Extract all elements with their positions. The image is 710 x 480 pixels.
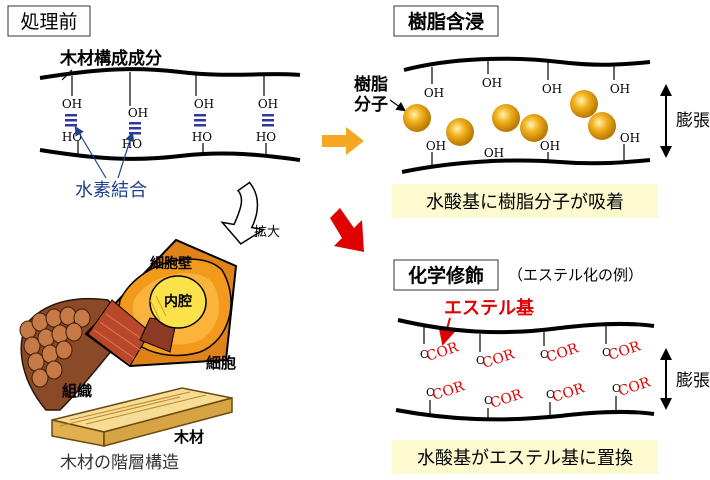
svg-text:OH: OH [482, 76, 502, 90]
svg-text:O: O [546, 388, 555, 401]
upper-chain [39, 67, 301, 80]
before-title: 処理前 [20, 11, 77, 33]
impregnation-caption-box [392, 184, 658, 218]
svg-text:COR: COR [616, 374, 653, 399]
svg-text:O: O [420, 348, 429, 361]
hierarchy-caption: 木材の階層構造 [60, 453, 179, 473]
hydrogen-bond-label: 水素結合 [75, 180, 147, 201]
svg-text:OH: OH [610, 82, 630, 96]
swelling-label-1: 膨張 [676, 111, 710, 131]
svg-text:HO: HO [192, 130, 212, 144]
hydroxyl-pair-3: OH HO [192, 74, 214, 154]
svg-text:OH: OH [62, 97, 82, 111]
swelling-label-2: 膨張 [676, 371, 710, 391]
impregnation-lower-hydroxyls: OH OH OH OH [426, 131, 640, 168]
svg-text:HO: HO [62, 130, 82, 144]
hydroxyl-pair-4: OH HO [256, 74, 278, 156]
wood-plank [51, 387, 233, 447]
magnify-arrow [220, 181, 266, 245]
resin-molecule [492, 104, 520, 132]
impregnation-title: 樹脂含浸 [408, 10, 484, 33]
svg-text:O: O [612, 382, 621, 395]
svg-text:OH: OH [258, 97, 278, 111]
svg-text:OH: OH [424, 86, 444, 100]
impregnation-title-box [393, 5, 499, 37]
resin-molecule-label-2: 分子 [354, 95, 388, 115]
hbond-pointer-2 [117, 131, 135, 179]
svg-text:HO: HO [122, 137, 142, 151]
svg-text:OH: OH [542, 82, 562, 96]
svg-text:O: O [540, 348, 549, 361]
ester-group-label: エステル基 [444, 297, 535, 319]
modification-panel: 化学修飾 （エステル化の例） エステル基 O COR O COR O COR O… [392, 259, 710, 474]
svg-text:COR: COR [424, 339, 461, 364]
before-panel: 処理前 木材構成成分 OH HO OH HO OH HO OH [7, 5, 301, 201]
wood-label: 木材 [173, 428, 204, 446]
svg-text:OH: OH [194, 97, 214, 111]
svg-text:COR: COR [550, 380, 587, 405]
orange-arrow [322, 127, 364, 155]
resin-molecule [446, 118, 474, 146]
lumen-label: 内腔 [164, 293, 192, 310]
svg-text:OH: OH [426, 139, 446, 153]
resin-pointer [389, 99, 406, 112]
resin-molecule [520, 114, 548, 142]
red-arrow [330, 208, 364, 252]
cell-illustration [84, 238, 238, 368]
cell-label: 細胞 [206, 354, 236, 372]
resin-molecule-label-1: 樹脂 [354, 74, 388, 95]
svg-text:OH: OH [484, 146, 504, 160]
modification-caption: 水酸基がエステル基に置換 [417, 448, 633, 469]
wood-hierarchy-illustration: 拡大 木材 組織 [19, 181, 280, 473]
impregnation-upper-hydroxyls: OH OH OH OH [424, 60, 630, 100]
wood-components-label: 木材構成成分 [59, 48, 162, 69]
modification-lower-chain [395, 408, 655, 422]
resin-molecules [403, 90, 616, 146]
svg-text:O: O [484, 394, 493, 407]
hbond-pointer-1 [74, 125, 107, 179]
hydroxyl-pair-1: OH HO [62, 76, 82, 156]
svg-text:HO: HO [256, 130, 276, 144]
svg-text:O: O [476, 354, 485, 367]
modification-title: 化学修飾 [408, 264, 484, 287]
impregnation-upper-chain [403, 56, 651, 72]
impregnation-panel: 樹脂含浸 樹脂 分子 OH OH OH OH OH OH OH OH [354, 5, 710, 218]
svg-text:OH: OH [128, 106, 148, 120]
modification-upper-chain [397, 318, 655, 335]
lumen [149, 275, 207, 329]
before-title-box [7, 5, 91, 37]
modification-caption-box [392, 440, 658, 474]
resin-molecule [588, 112, 616, 140]
svg-text:COR: COR [544, 340, 581, 365]
svg-text:OH: OH [540, 139, 560, 153]
svg-text:COR: COR [606, 338, 643, 363]
modification-title-box [393, 259, 499, 291]
cell-wall-label: 細胞壁 [150, 255, 192, 272]
svg-text:COR: COR [480, 346, 517, 371]
svg-text:OH: OH [620, 131, 640, 145]
lower-chain [39, 148, 301, 162]
svg-text:O: O [602, 346, 611, 359]
svg-text:COR: COR [488, 386, 525, 411]
svg-text:COR: COR [430, 378, 467, 403]
hydroxyl-pair-2: OH HO [122, 72, 148, 151]
resin-molecule [403, 104, 431, 132]
impregnation-lower-chain [401, 158, 651, 174]
impregnation-caption: 水酸基に樹脂分子が吸着 [426, 192, 624, 213]
svg-text:O: O [426, 386, 435, 399]
resin-molecule [570, 90, 598, 118]
tissue-bundle [19, 297, 131, 411]
modification-note: （エステル化の例） [508, 266, 643, 284]
tissue-label: 組織 [62, 382, 92, 400]
magnify-label: 拡大 [254, 225, 280, 240]
